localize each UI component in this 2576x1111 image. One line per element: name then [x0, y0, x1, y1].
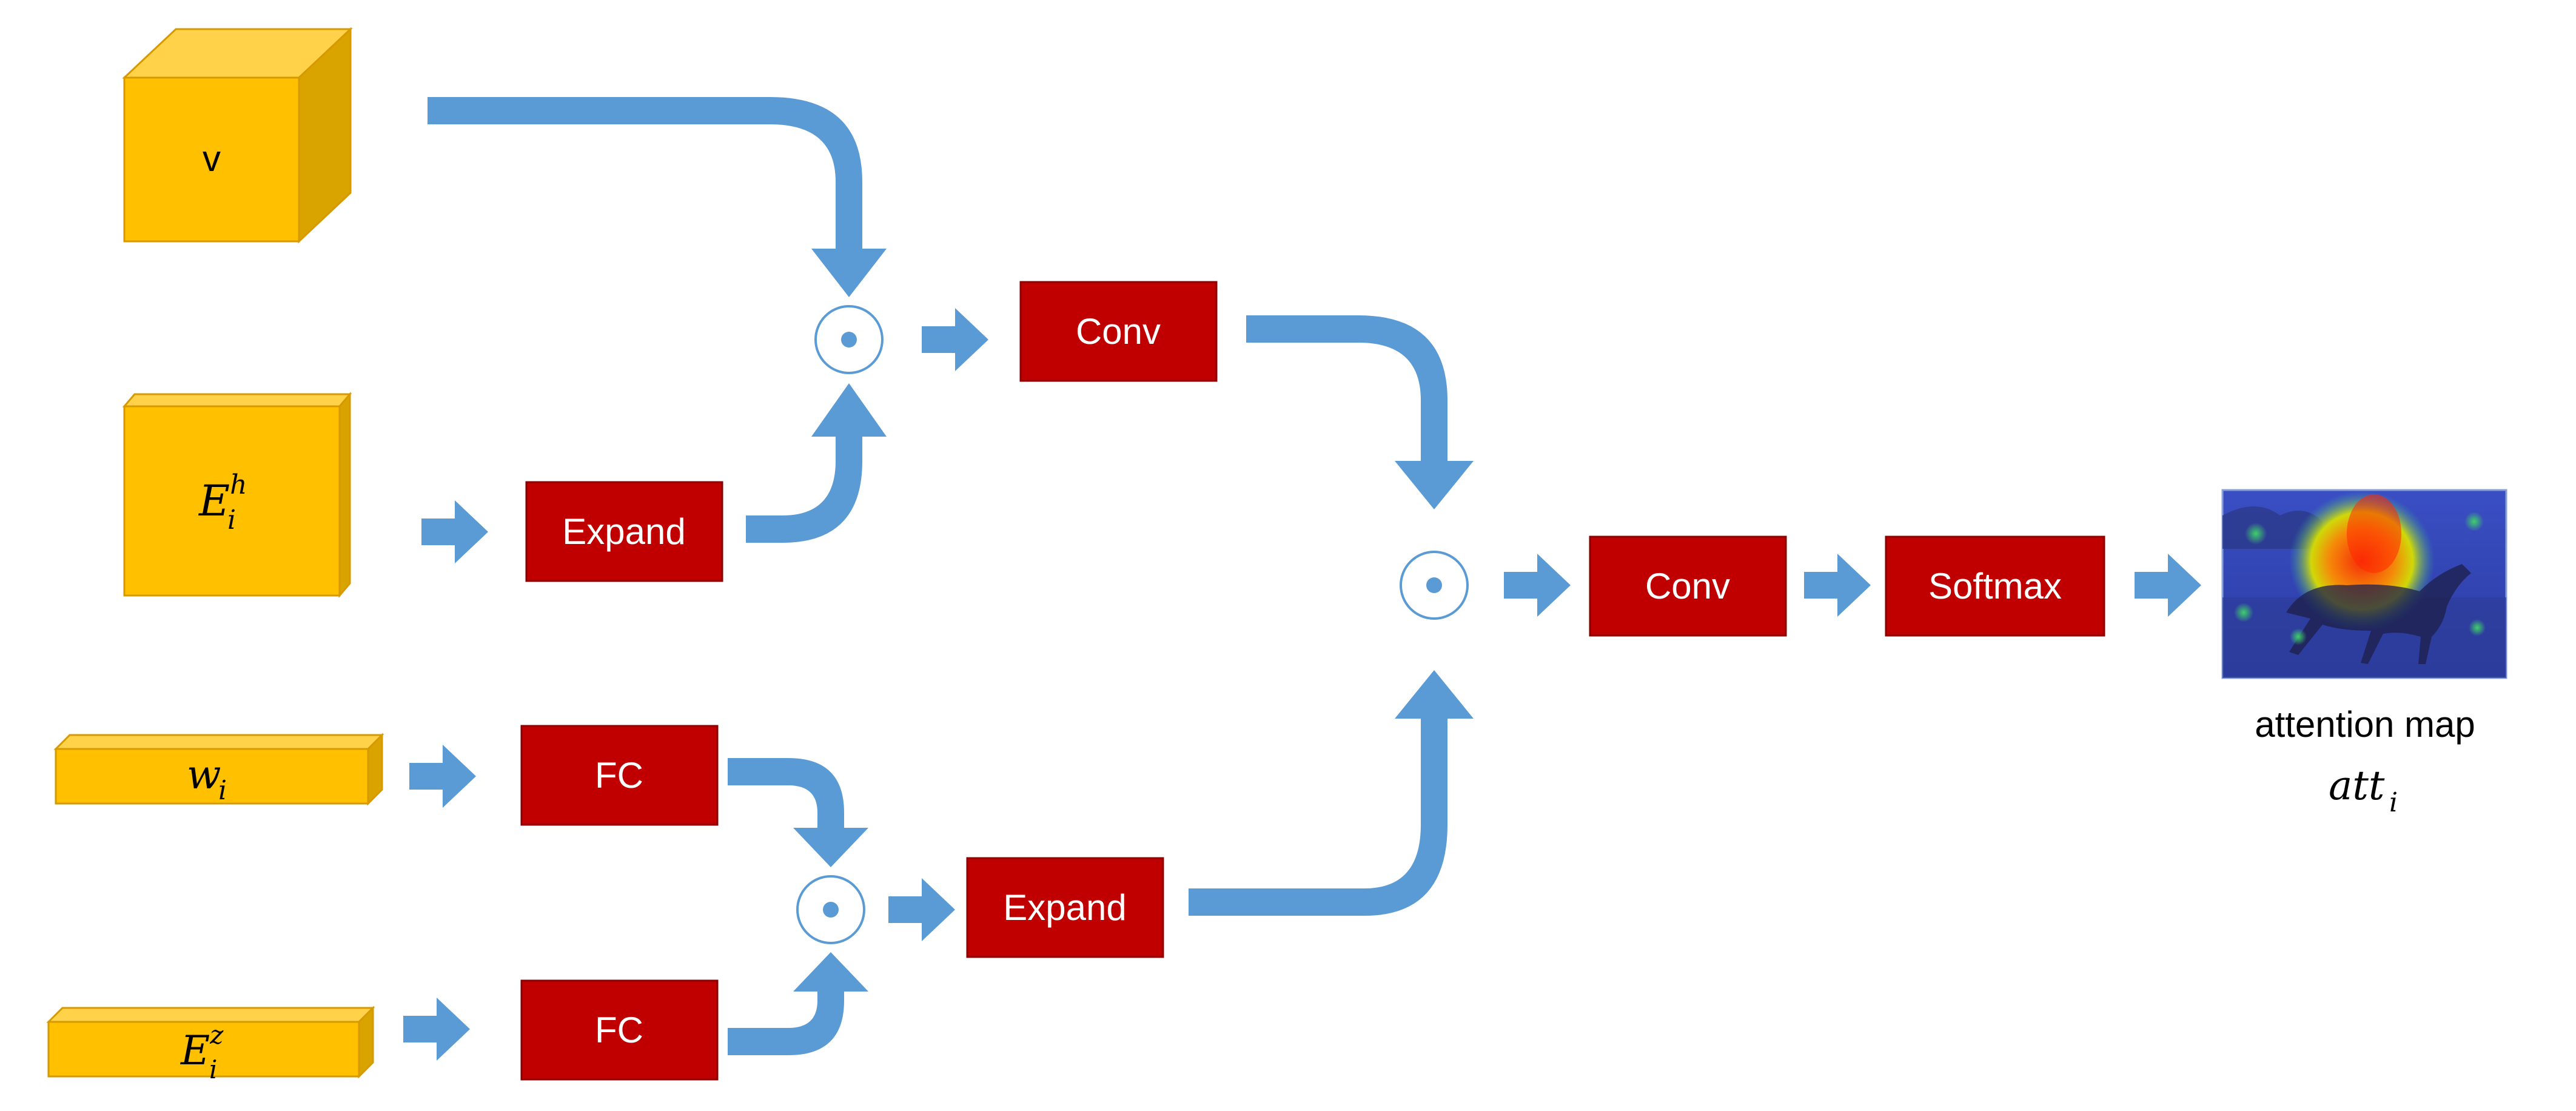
fc-w-box: FC — [520, 725, 719, 826]
odot-top — [814, 305, 884, 374]
arrow-expand-to-odot — [746, 383, 887, 543]
expand-top-label: Expand — [562, 511, 686, 552]
w-label: wi — [187, 751, 227, 806]
attention-map-image — [2221, 489, 2507, 679]
arrow-softmax-to-map — [2135, 554, 2201, 617]
softmax-label: Softmax — [1928, 566, 2062, 606]
conv-main-label: Conv — [1645, 566, 1730, 606]
arrows — [403, 97, 2201, 1061]
arrow-fcz-to-odot — [728, 952, 868, 1055]
arrow-odot-to-conv — [922, 308, 988, 371]
arrow-fcw-to-odot — [728, 758, 868, 867]
arrow-odot-to-convmain — [1504, 554, 1571, 617]
attention-map-caption: attention map — [2255, 704, 2475, 745]
fc-z-label: FC — [595, 1010, 643, 1050]
expand-bottom-label: Expand — [1003, 887, 1127, 928]
softmax-box: Softmax — [1885, 535, 2105, 637]
arrow-w-to-fc — [409, 745, 476, 808]
arrow-conv-to-softmax — [1804, 554, 1871, 617]
odot-bottom — [796, 875, 865, 944]
arrow-expand-to-odot-main — [1189, 670, 1474, 916]
v-cube: v — [122, 27, 353, 244]
arrow-ez-to-fc — [403, 998, 470, 1061]
odot-main — [1400, 551, 1469, 620]
v-label: v — [203, 138, 221, 179]
w-bar: wi — [53, 733, 384, 806]
conv-top-label: Conv — [1076, 311, 1161, 352]
arrow-odot-to-expand — [888, 878, 955, 941]
arrow-eh-to-expand — [421, 500, 488, 563]
arrow-conv-to-odot — [1246, 315, 1474, 509]
fc-w-label: FC — [595, 755, 643, 796]
expand-top-box: Expand — [525, 481, 723, 582]
expand-bottom-box: Expand — [966, 857, 1164, 958]
conv-main-box: Conv — [1589, 535, 1787, 637]
conv-top-box: Conv — [1019, 281, 1218, 382]
arrow-v-to-odot — [428, 97, 887, 297]
fc-z-box: FC — [520, 979, 719, 1081]
